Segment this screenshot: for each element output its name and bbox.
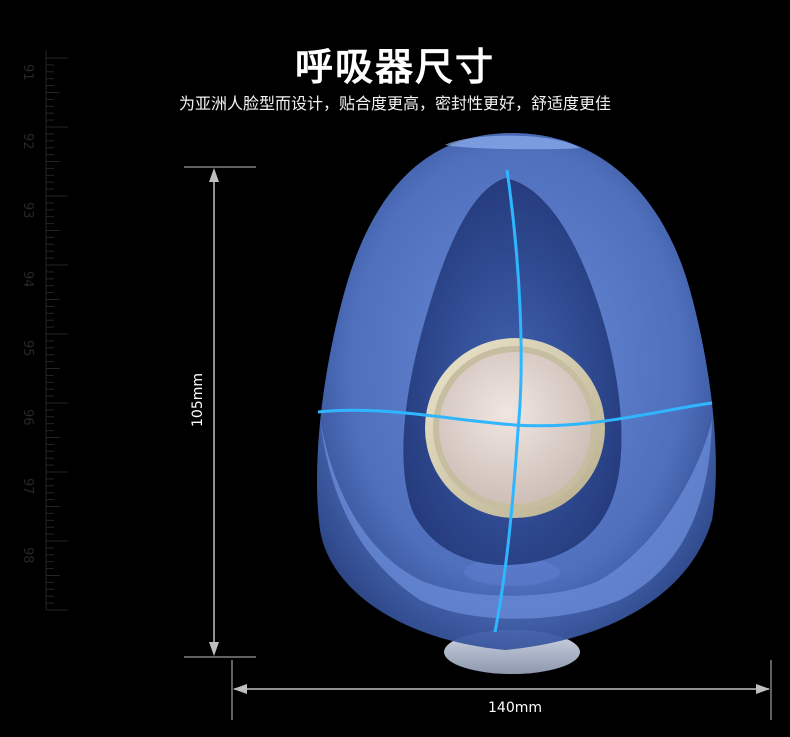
height-label: 105mm	[190, 373, 206, 427]
ruler-label: 91	[20, 64, 35, 81]
ruler-label: 98	[20, 547, 35, 564]
page-title: 呼吸器尺寸	[294, 45, 495, 89]
ruler-label: 94	[20, 271, 35, 288]
ruler-label: 92	[20, 133, 35, 150]
width-dimension	[231, 660, 772, 720]
page-subtitle: 为亚洲人脸型而设计，贴合度更高，密封性更好，舒适度更佳	[178, 94, 611, 113]
ruler-label: 95	[20, 340, 35, 357]
ruler-label: 97	[20, 478, 35, 495]
width-label: 140mm	[488, 700, 542, 716]
vertical-contour-line	[493, 169, 523, 633]
ruler: 91 92 93 94 95 96 97 98	[20, 50, 68, 611]
ruler-label: 93	[20, 202, 35, 219]
ruler-label: 96	[20, 409, 35, 426]
height-dimension	[184, 166, 256, 658]
horizontal-contour-line	[317, 401, 713, 428]
filter-face	[439, 352, 591, 504]
